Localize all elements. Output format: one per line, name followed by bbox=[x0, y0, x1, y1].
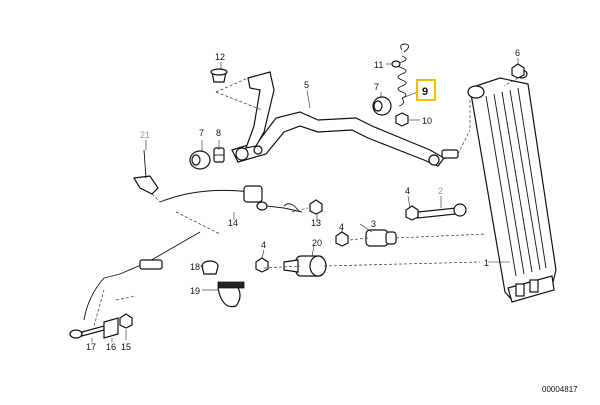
callout-14[interactable]: 14 bbox=[228, 218, 238, 228]
callout-13[interactable]: 13 bbox=[311, 218, 321, 228]
bracket-21[interactable] bbox=[133, 149, 159, 195]
callout-12[interactable]: 12 bbox=[215, 52, 225, 62]
callout-21[interactable]: 21 bbox=[140, 130, 150, 140]
bushing-upper[interactable] bbox=[372, 96, 392, 116]
nut-6[interactable] bbox=[511, 63, 525, 79]
callout-6[interactable]: 6 bbox=[515, 48, 520, 58]
stop-buffer[interactable] bbox=[365, 229, 397, 247]
kickdown-switch[interactable] bbox=[283, 255, 327, 277]
nut-13[interactable] bbox=[309, 199, 323, 215]
callout-19[interactable]: 19 bbox=[190, 286, 200, 296]
callout-15[interactable]: 15 bbox=[121, 342, 131, 352]
callout-10[interactable]: 10 bbox=[422, 116, 432, 126]
nut-15[interactable] bbox=[119, 313, 133, 329]
clip-16[interactable] bbox=[103, 317, 119, 339]
nut-4-lower[interactable] bbox=[255, 257, 269, 273]
callout-3[interactable]: 3 bbox=[371, 219, 376, 229]
bushing-left[interactable] bbox=[189, 150, 211, 170]
callout-4-lower[interactable]: 4 bbox=[261, 240, 266, 250]
callout-16[interactable]: 16 bbox=[106, 342, 116, 352]
washer-11[interactable] bbox=[391, 60, 401, 68]
callout-labels: 1 2 3 4 4 4 5 6 7 7 8 9 10 11 12 13 14 1… bbox=[86, 48, 520, 352]
highlight-box bbox=[416, 79, 436, 101]
callout-7-left[interactable]: 7 bbox=[199, 128, 204, 138]
screw-17[interactable] bbox=[69, 325, 105, 339]
callout-2[interactable]: 2 bbox=[438, 186, 443, 196]
assembly-dashed-lines bbox=[93, 77, 519, 327]
clip[interactable] bbox=[213, 147, 225, 163]
tension-spring[interactable] bbox=[397, 43, 409, 107]
callout-18[interactable]: 18 bbox=[190, 262, 200, 272]
leader-lines bbox=[91, 58, 519, 342]
diagram-code: 00004817 bbox=[542, 385, 578, 394]
callout-4-upper[interactable]: 4 bbox=[405, 186, 410, 196]
pedal-lever-shaft[interactable] bbox=[231, 71, 459, 167]
callout-8[interactable]: 8 bbox=[216, 128, 221, 138]
callout-17[interactable]: 17 bbox=[86, 342, 96, 352]
callout-9[interactable]: 9 bbox=[422, 86, 428, 98]
throttle-cable[interactable] bbox=[159, 185, 303, 213]
nut-4-middle[interactable] bbox=[335, 231, 349, 247]
lower-cable[interactable] bbox=[83, 231, 201, 321]
callout-20[interactable]: 20 bbox=[312, 238, 322, 248]
callout-4-middle[interactable]: 4 bbox=[339, 222, 344, 232]
callout-1[interactable]: 1 bbox=[484, 258, 489, 268]
grommet-12[interactable] bbox=[210, 68, 228, 83]
stop-bolt[interactable] bbox=[417, 203, 467, 219]
callout-11[interactable]: 11 bbox=[374, 60, 383, 70]
callout-5[interactable]: 5 bbox=[304, 80, 309, 90]
accelerator-pedal[interactable] bbox=[467, 69, 557, 303]
grommet-18[interactable] bbox=[201, 260, 219, 275]
nut-4-upper[interactable] bbox=[405, 205, 419, 221]
bracket-19[interactable] bbox=[217, 281, 245, 308]
nut-10[interactable] bbox=[395, 112, 409, 127]
callout-7-upper[interactable]: 7 bbox=[374, 82, 379, 92]
